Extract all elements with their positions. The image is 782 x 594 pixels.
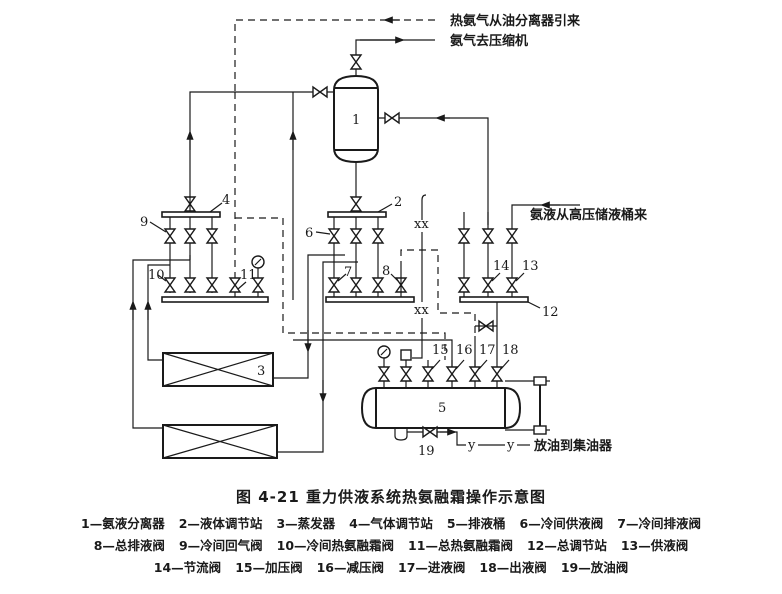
component-number-10: 10 (148, 268, 165, 283)
component-number-14: 14 (493, 259, 510, 274)
legend-item: 3—蒸发器 (276, 516, 336, 531)
legend-item: 6—冷间供液阀 (519, 516, 604, 531)
xx-marker-top: xx (414, 217, 429, 232)
return-gas-line (189, 91, 334, 200)
component-number-2: 2 (394, 195, 402, 210)
legend-item: 7—冷间排液阀 (617, 516, 701, 531)
liquid-regulating-station: 2 6 7 8 (305, 195, 415, 303)
component-number-5: 5 (438, 401, 446, 416)
component-number-1: 1 (352, 113, 360, 128)
component-number-18: 18 (502, 343, 519, 358)
legend-item: 9—冷间回气阀 (178, 538, 263, 553)
legend-item: 4—气体调节站 (349, 516, 433, 531)
component-number-15: 15 (432, 343, 449, 358)
oil-line-marker-2: y (506, 438, 515, 453)
gas-outlet-line (350, 36, 435, 76)
legend-item: 11—总热氨融霜阀 (408, 538, 513, 553)
component-number-17: 17 (479, 343, 496, 358)
component-number-11: 11 (240, 268, 257, 283)
component-number-8: 8 (382, 264, 390, 279)
xx-marker-bottom: xx (414, 303, 429, 318)
hot-gas-line (234, 16, 435, 300)
gas-to-compressor-label: 氨气去压缩机 (449, 33, 528, 49)
gas-regulating-station: 4 (161, 193, 230, 218)
component-number-16: 16 (456, 343, 473, 358)
oil-drain-label: 放油到集油器 (533, 438, 613, 454)
hot-gas-header: 10 11 (148, 255, 269, 303)
component-number-12: 12 (542, 305, 559, 320)
legend-item: 18—出液阀 (479, 560, 547, 575)
legend-row-1: 1—氨液分离器 2—液体调节站 3—蒸发器 4—气体调节站 5—排液桶 6—冷间供液阀 7—… (0, 513, 782, 535)
component-number-9: 9 (140, 215, 148, 230)
ammonia-separator: 1 (333, 74, 379, 164)
legend-row-3: 14—节流阀 15—加压阀 16—减压阀 17—进液阀 18—出液阀 19—放油阀 (0, 557, 782, 579)
figure-caption: 图 4-21 重力供液系统热氨融霜操作示意图 1—氨液分离器 2—液体调节站 3—蒸… (0, 486, 782, 579)
hot-gas-source-label: 热氨气从油分离器引来 (450, 13, 581, 29)
drain-tank: 5 15 16 17 18 19 (360, 343, 550, 459)
main-regulating-station: 14 13 12 (458, 201, 580, 360)
legend-item: 12—总调节站 (526, 538, 607, 553)
legend-item: 13—供液阀 (620, 538, 689, 553)
legend-item: 1—氨液分离器 (81, 516, 165, 531)
legend-item: 5—排液桶 (446, 516, 506, 531)
legend-row-2: 8—总排液阀 9—冷间回气阀 10—冷间热氨融霜阀 11—总热氨融霜阀 12—总调节站 1… (0, 535, 782, 557)
legend-item: 14—节流阀 (153, 560, 222, 575)
component-number-6: 6 (305, 226, 313, 241)
legend-item: 17—进液阀 (398, 560, 466, 575)
component-number-19: 19 (418, 444, 435, 459)
legend-item: 19—放油阀 (560, 560, 629, 575)
liquid-source-label: 氨液从高压储液桶来 (529, 207, 648, 223)
legend-item: 15—加压阀 (235, 560, 303, 575)
evaporator-1: 3 (162, 352, 274, 387)
component-number-4: 4 (222, 193, 230, 208)
legend-item: 2—液体调节站 (178, 516, 263, 531)
legend-item: 16—减压阀 (316, 560, 384, 575)
figure-title: 图 4-21 重力供液系统热氨融霜操作示意图 (236, 488, 546, 506)
evaporator-2 (162, 424, 278, 459)
defrost-schematic: 热氨气从油分离器引来 氨气去压缩机 1 4 9 (129, 13, 648, 459)
legend-item: 8—总排液阀 (93, 538, 165, 553)
component-number-13: 13 (522, 259, 539, 274)
component-number-3: 3 (257, 364, 265, 379)
oil-line-marker-1: y (467, 438, 476, 453)
legend-item: 10—冷间热氨融霜阀 (276, 538, 395, 553)
component-number-7: 7 (344, 265, 352, 280)
